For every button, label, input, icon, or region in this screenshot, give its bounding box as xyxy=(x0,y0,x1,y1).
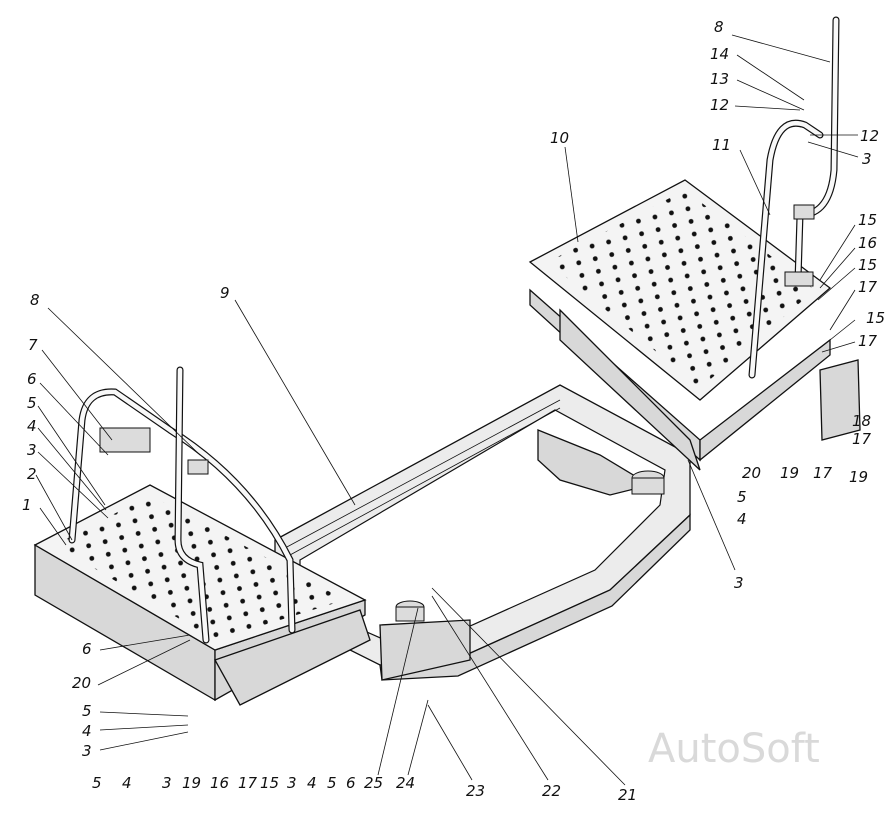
callout-20: 20 xyxy=(72,674,91,692)
callout-19: 19 xyxy=(849,468,868,486)
callout-16: 16 xyxy=(210,774,229,792)
callout-1: 1 xyxy=(22,496,32,514)
callout-3: 3 xyxy=(862,150,872,168)
left-handrail xyxy=(68,366,296,644)
callout-5: 5 xyxy=(327,774,337,792)
leader-lines xyxy=(35,34,859,786)
right-handrail xyxy=(748,16,840,379)
callout-20: 20 xyxy=(742,464,761,482)
callout-15: 15 xyxy=(858,256,877,274)
callout-5: 5 xyxy=(92,774,102,792)
callout-14: 14 xyxy=(710,45,729,63)
callout-5: 5 xyxy=(737,488,747,506)
callout-15: 15 xyxy=(858,211,877,229)
callout-15: 15 xyxy=(260,774,279,792)
callout-16: 16 xyxy=(858,234,877,252)
callout-4: 4 xyxy=(737,510,747,528)
callout-5: 5 xyxy=(27,394,37,412)
callout-4: 4 xyxy=(307,774,317,792)
callout-4: 4 xyxy=(82,722,92,740)
callout-17: 17 xyxy=(858,278,878,296)
watermark: AutoSoft xyxy=(648,726,820,772)
callout-3: 3 xyxy=(287,774,297,792)
callout-4: 4 xyxy=(122,774,132,792)
callout-9: 9 xyxy=(220,284,230,302)
callout-3: 3 xyxy=(82,742,92,760)
callout-13: 13 xyxy=(710,70,729,88)
callout-2: 2 xyxy=(27,465,37,483)
callout-17: 17 xyxy=(813,464,833,482)
callout-21: 21 xyxy=(618,786,637,804)
callout-25: 25 xyxy=(364,774,383,792)
callout-17: 17 xyxy=(852,430,872,448)
main-frame xyxy=(274,384,691,681)
callout-6: 6 xyxy=(27,370,37,388)
callout-3: 3 xyxy=(27,441,37,459)
callout-4: 4 xyxy=(27,417,37,435)
callout-22: 22 xyxy=(542,782,561,800)
callout-12: 12 xyxy=(860,127,879,145)
callout-18: 18 xyxy=(852,412,871,430)
callout-24: 24 xyxy=(396,774,415,792)
callout-15: 15 xyxy=(866,309,885,327)
callout-17: 17 xyxy=(858,332,878,350)
callout-3: 3 xyxy=(162,774,172,792)
callout-8: 8 xyxy=(714,18,724,36)
callout-6: 6 xyxy=(82,640,92,658)
callout-23: 23 xyxy=(466,782,485,800)
callout-3: 3 xyxy=(734,574,744,592)
callout-5: 5 xyxy=(82,702,92,720)
callout-8: 8 xyxy=(30,291,40,309)
callout-11: 11 xyxy=(712,136,731,154)
callout-19: 19 xyxy=(182,774,201,792)
callout-10: 10 xyxy=(550,129,569,147)
callout-12: 12 xyxy=(710,96,729,114)
callout-17: 17 xyxy=(238,774,258,792)
callout-7: 7 xyxy=(28,336,38,354)
callout-6: 6 xyxy=(346,774,356,792)
callout-labels: 8 14 13 12 12 3 11 10 15 16 15 17 15 17 … xyxy=(22,18,885,804)
callout-19: 19 xyxy=(780,464,799,482)
